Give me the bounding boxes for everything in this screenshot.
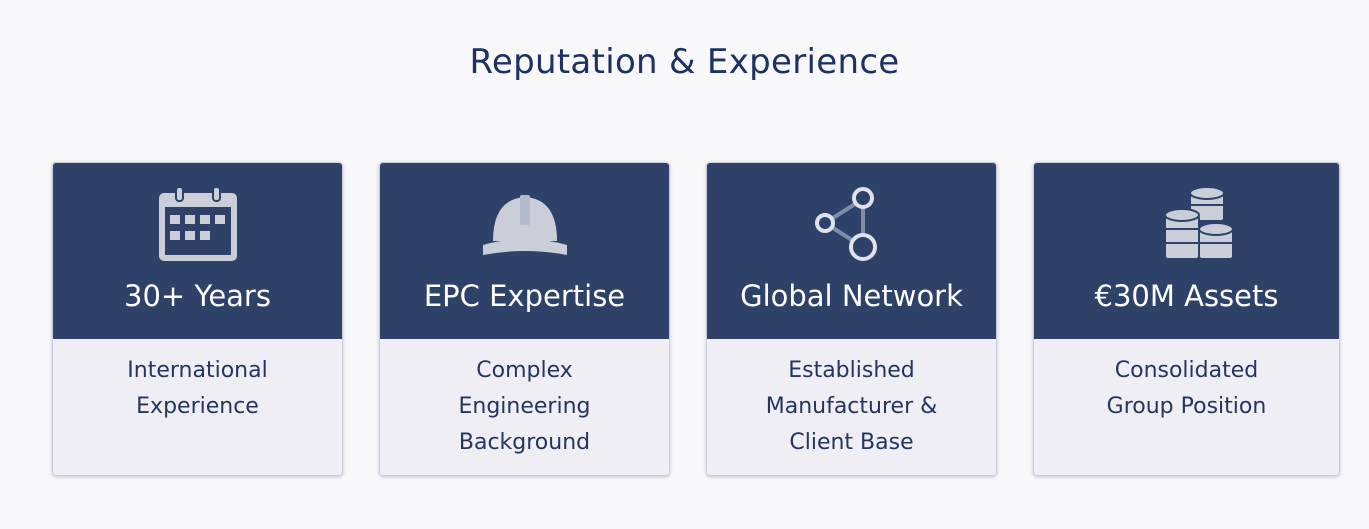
hard-hat-icon <box>475 185 575 265</box>
card-header: €30M Assets <box>1034 163 1339 339</box>
description-line: Engineering <box>458 394 591 419</box>
description-line: Complex <box>476 358 573 383</box>
network-icon <box>802 185 902 265</box>
card-description: Consolidated Group Position <box>1034 339 1339 475</box>
card-description: International Experience <box>53 339 342 475</box>
calendar-icon <box>148 185 248 265</box>
card-epc: EPC Expertise Complex Engineering Backgr… <box>379 162 670 476</box>
description-line: Background <box>458 430 591 455</box>
coins-icon <box>1137 185 1237 265</box>
card-heading: Global Network <box>740 279 963 313</box>
card-heading: 30+ Years <box>124 279 271 313</box>
description-line: Consolidated <box>1114 358 1259 383</box>
card-header: 30+ Years <box>53 163 342 339</box>
page-title: Reputation & Experience <box>469 42 900 82</box>
card-description: Established Manufacturer & Client Base <box>707 339 996 475</box>
description-line: Group Position <box>1106 394 1267 419</box>
card-network: Global Network Established Manufacturer … <box>706 162 997 476</box>
card-assets: €30M Assets Consolidated Group Position <box>1033 162 1340 476</box>
description-line: Established <box>788 358 915 383</box>
card-heading: EPC Expertise <box>423 279 626 313</box>
card-description: Complex Engineering Background <box>380 339 669 475</box>
description-line: Experience <box>136 394 259 419</box>
description-line: Manufacturer & <box>765 394 938 419</box>
description-line: International <box>127 358 268 383</box>
card-heading: €30M Assets <box>1094 279 1279 313</box>
card-header: EPC Expertise <box>380 163 669 339</box>
card-years: 30+ Years International Experience <box>52 162 343 476</box>
description-line: Client Base <box>789 430 914 455</box>
card-header: Global Network <box>707 163 996 339</box>
